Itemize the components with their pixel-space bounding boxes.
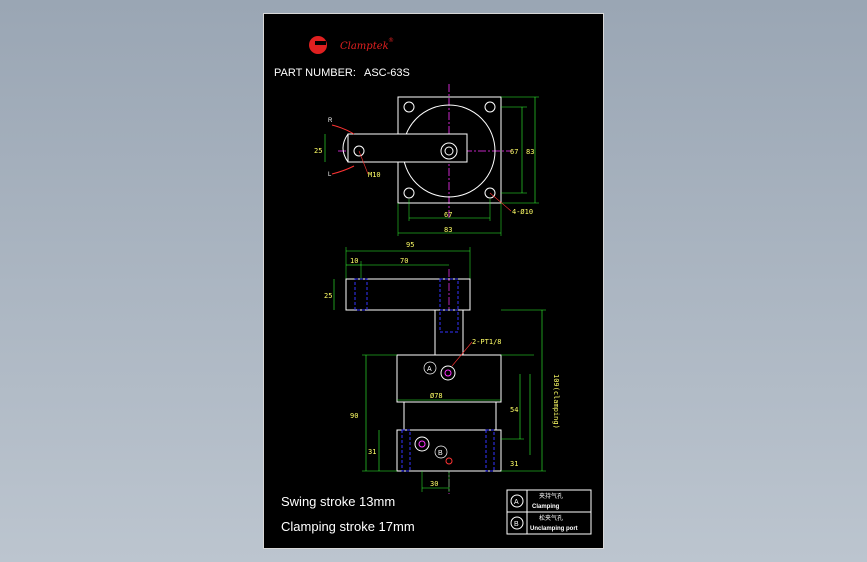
part-number-label: PART NUMBER: [274, 67, 356, 79]
spec-clamping-stroke: Clamping stroke 17mm [281, 519, 415, 534]
rotation-r-label: R [328, 118, 333, 124]
dim-outer-height: 83 [526, 148, 534, 156]
dim-inner-height: 67 [510, 148, 518, 156]
dim-arm-width: 25 [314, 147, 322, 155]
legend-a-cn: 夹持气孔 [539, 492, 563, 500]
port-a-marker: A [427, 366, 432, 373]
dim-arm-thickness: 25 [324, 292, 332, 300]
legend-a-symbol: A [514, 499, 519, 506]
dim-body-height: 54 [510, 406, 518, 414]
legend-b-symbol: B [514, 521, 519, 528]
port-legend: A 夹持气孔 Clamping B 松夹气孔 Unclamping port [506, 489, 592, 535]
dim-holes: 4-Ø10 [512, 208, 533, 216]
part-number-value: ASC-63S [364, 67, 410, 79]
dim-offset: 10 [350, 257, 358, 265]
dim-outer-width: 83 [444, 226, 452, 234]
side-view: 95 10 70 25 A B [324, 241, 560, 494]
legend-b-en: Unclamping port [530, 526, 578, 532]
dim-base-width: 30 [430, 480, 438, 488]
legend-b-cn: 松夹气孔 [539, 514, 563, 522]
dim-overall: 95 [406, 241, 414, 249]
top-view: R L 25 M10 67 83 67 83 4-Ø10 [314, 84, 539, 236]
dim-thread: M10 [368, 171, 381, 179]
dim-port: 2-PT1/8 [472, 338, 502, 346]
dim-base-thickness: 31 [368, 448, 376, 456]
port-b-marker: B [438, 450, 443, 457]
dim-total-height: 109(clamping) [552, 374, 560, 429]
dim-base-flange: 31 [510, 460, 518, 468]
drawing-sheet: Clamptek ® PART NUMBER: ASC-63S R L 25 M… [263, 13, 604, 549]
registered-mark: ® [388, 37, 394, 44]
clamptek-logo-icon [309, 36, 327, 54]
legend-a-en: Clamping [532, 504, 560, 510]
brand-name: Clamptek [340, 41, 389, 52]
dim-inner-width: 67 [444, 211, 452, 219]
technical-drawing: Clamptek ® PART NUMBER: ASC-63S R L 25 M… [274, 36, 592, 535]
dim-height: 90 [350, 412, 358, 420]
dim-body-diameter: Ø78 [430, 392, 443, 400]
dim-arm-length: 70 [400, 257, 408, 265]
spec-swing-stroke: Swing stroke 13mm [281, 494, 395, 509]
rotation-l-label: L [328, 172, 332, 178]
